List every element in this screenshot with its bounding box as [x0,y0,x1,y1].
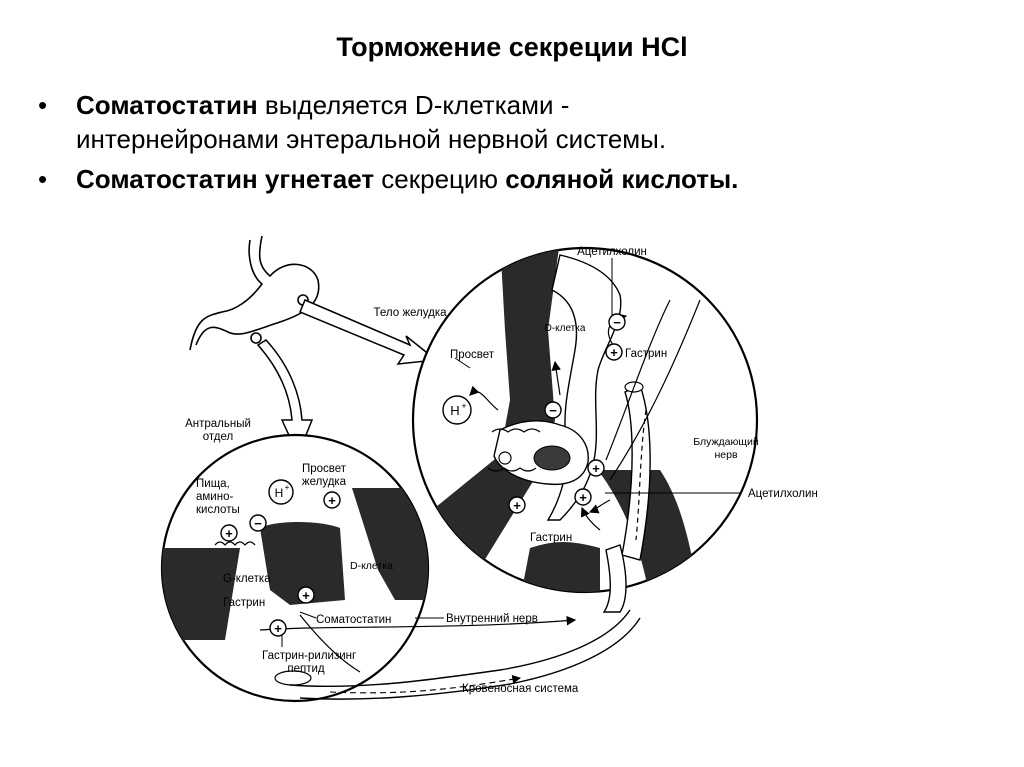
svg-text:−: − [549,403,557,418]
label-lumen: Просвет [450,349,495,361]
bullet-2-bold-end: соляной кислоты. [505,164,739,194]
label-food-2: амино- [196,491,233,503]
plus-receptor-somatostatin: + [297,586,315,604]
plus-receptor-food: + [220,524,238,542]
bullet-glyph: • [38,90,48,120]
label-stomach-body: Тело желудка [374,307,448,319]
plus-receptor-right: + [574,488,592,506]
label-vagus-2: нерв [714,449,737,461]
label-grp-2: пептид [287,663,325,675]
zoom-arrow-top [299,299,438,365]
svg-text:−: − [613,315,621,330]
bullet-list: • Соматостатин выделяется D-клетками - и… [30,88,990,202]
bullet-2-text: секрецию [374,164,506,194]
leader-lines [281,258,740,647]
svg-text:+: + [610,345,618,360]
label-food-1: Пища, [196,478,230,490]
label-gastrin-mid: Гастрин [530,532,572,544]
svg-text:+: + [285,483,290,492]
svg-text:+: + [274,621,282,636]
h-ion-top: H + [442,395,472,425]
label-vagus-1: Блуждающий [693,436,759,448]
svg-text:+: + [302,588,310,603]
label-gastrin-bottom: Гастрин [223,597,265,609]
label-stomach-lumen-1: Просвет [302,463,347,475]
blood-vessel-inner [299,617,641,700]
label-blood-system: Кровеносная система [462,683,579,695]
diagram-labels: Ацетилхолин Тело желудка Просвет D-клетк… [185,246,818,695]
plus-receptor-gastrin-bottom: + [269,619,287,637]
blood-flow-arrow [329,674,522,694]
plus-receptor-gastrin-mid: + [508,496,526,514]
svg-text:+: + [579,490,587,505]
svg-text:+: + [328,493,336,508]
bullet-1-text: выделяется D-клетками - [257,90,570,120]
label-food-3: кислоты [196,504,240,516]
h-ion-bottom: H + [268,479,294,505]
bullet-2-bold: Соматостатин угнетает [76,164,375,194]
svg-text:+: + [513,498,521,513]
stomach-body-circle [411,246,759,613]
svg-text:+: + [461,401,466,411]
label-internal-nerve: Внутренний нерв [446,613,538,625]
bullet-glyph: • [38,164,48,194]
antrum-circle [160,433,430,703]
label-stomach-lumen-2: желудка [302,476,347,488]
label-antrum-1: Антральный [185,418,251,430]
label-acetylcholine-top: Ацетилхолин [577,246,647,258]
bullet-item-2: • Соматостатин угнетает секрецию соляной… [30,162,990,196]
svg-text:+: + [225,526,233,541]
svg-text:+: + [592,461,600,476]
label-d-cell-top: D-клетка [545,323,586,334]
stomach-outline [189,235,320,351]
label-gastrin-top: Гастрин [625,348,667,360]
svg-text:H: H [450,403,459,418]
plus-receptor-gastrin-top: + [605,343,623,361]
plus-receptor-lumen: + [323,491,341,509]
internal-nerve-path [259,615,577,631]
label-antrum-2: отдел [203,431,233,443]
bullet-item-1: • Соматостатин выделяется D-клетками - и… [30,88,990,156]
bullet-1-line2: интернейронами энтеральной нервной систе… [76,124,667,154]
minus-receptor-top: − [608,313,626,331]
svg-text:−: − [254,516,262,531]
bullet-1-bold: Соматостатин [76,90,258,120]
label-g-cell: G-клетка [223,573,271,585]
label-grp-1: Гастрин-рилизинг [262,650,356,662]
label-acetylcholine-right: Ацетилхолин [748,488,818,500]
svg-text:H: H [275,486,284,500]
plus-receptor-ach: + [587,459,605,477]
label-somatostatin: Соматостатин [316,614,391,626]
label-d-cell-bottom: D-клетка [350,560,393,572]
minus-receptor-food: − [249,514,267,532]
blood-vessel [289,609,631,688]
slide-title: Торможение секреции HCl [336,32,688,62]
receptor-symbols: − + − + + + + − + + + [220,313,626,637]
minus-receptor-mid: − [544,401,562,419]
